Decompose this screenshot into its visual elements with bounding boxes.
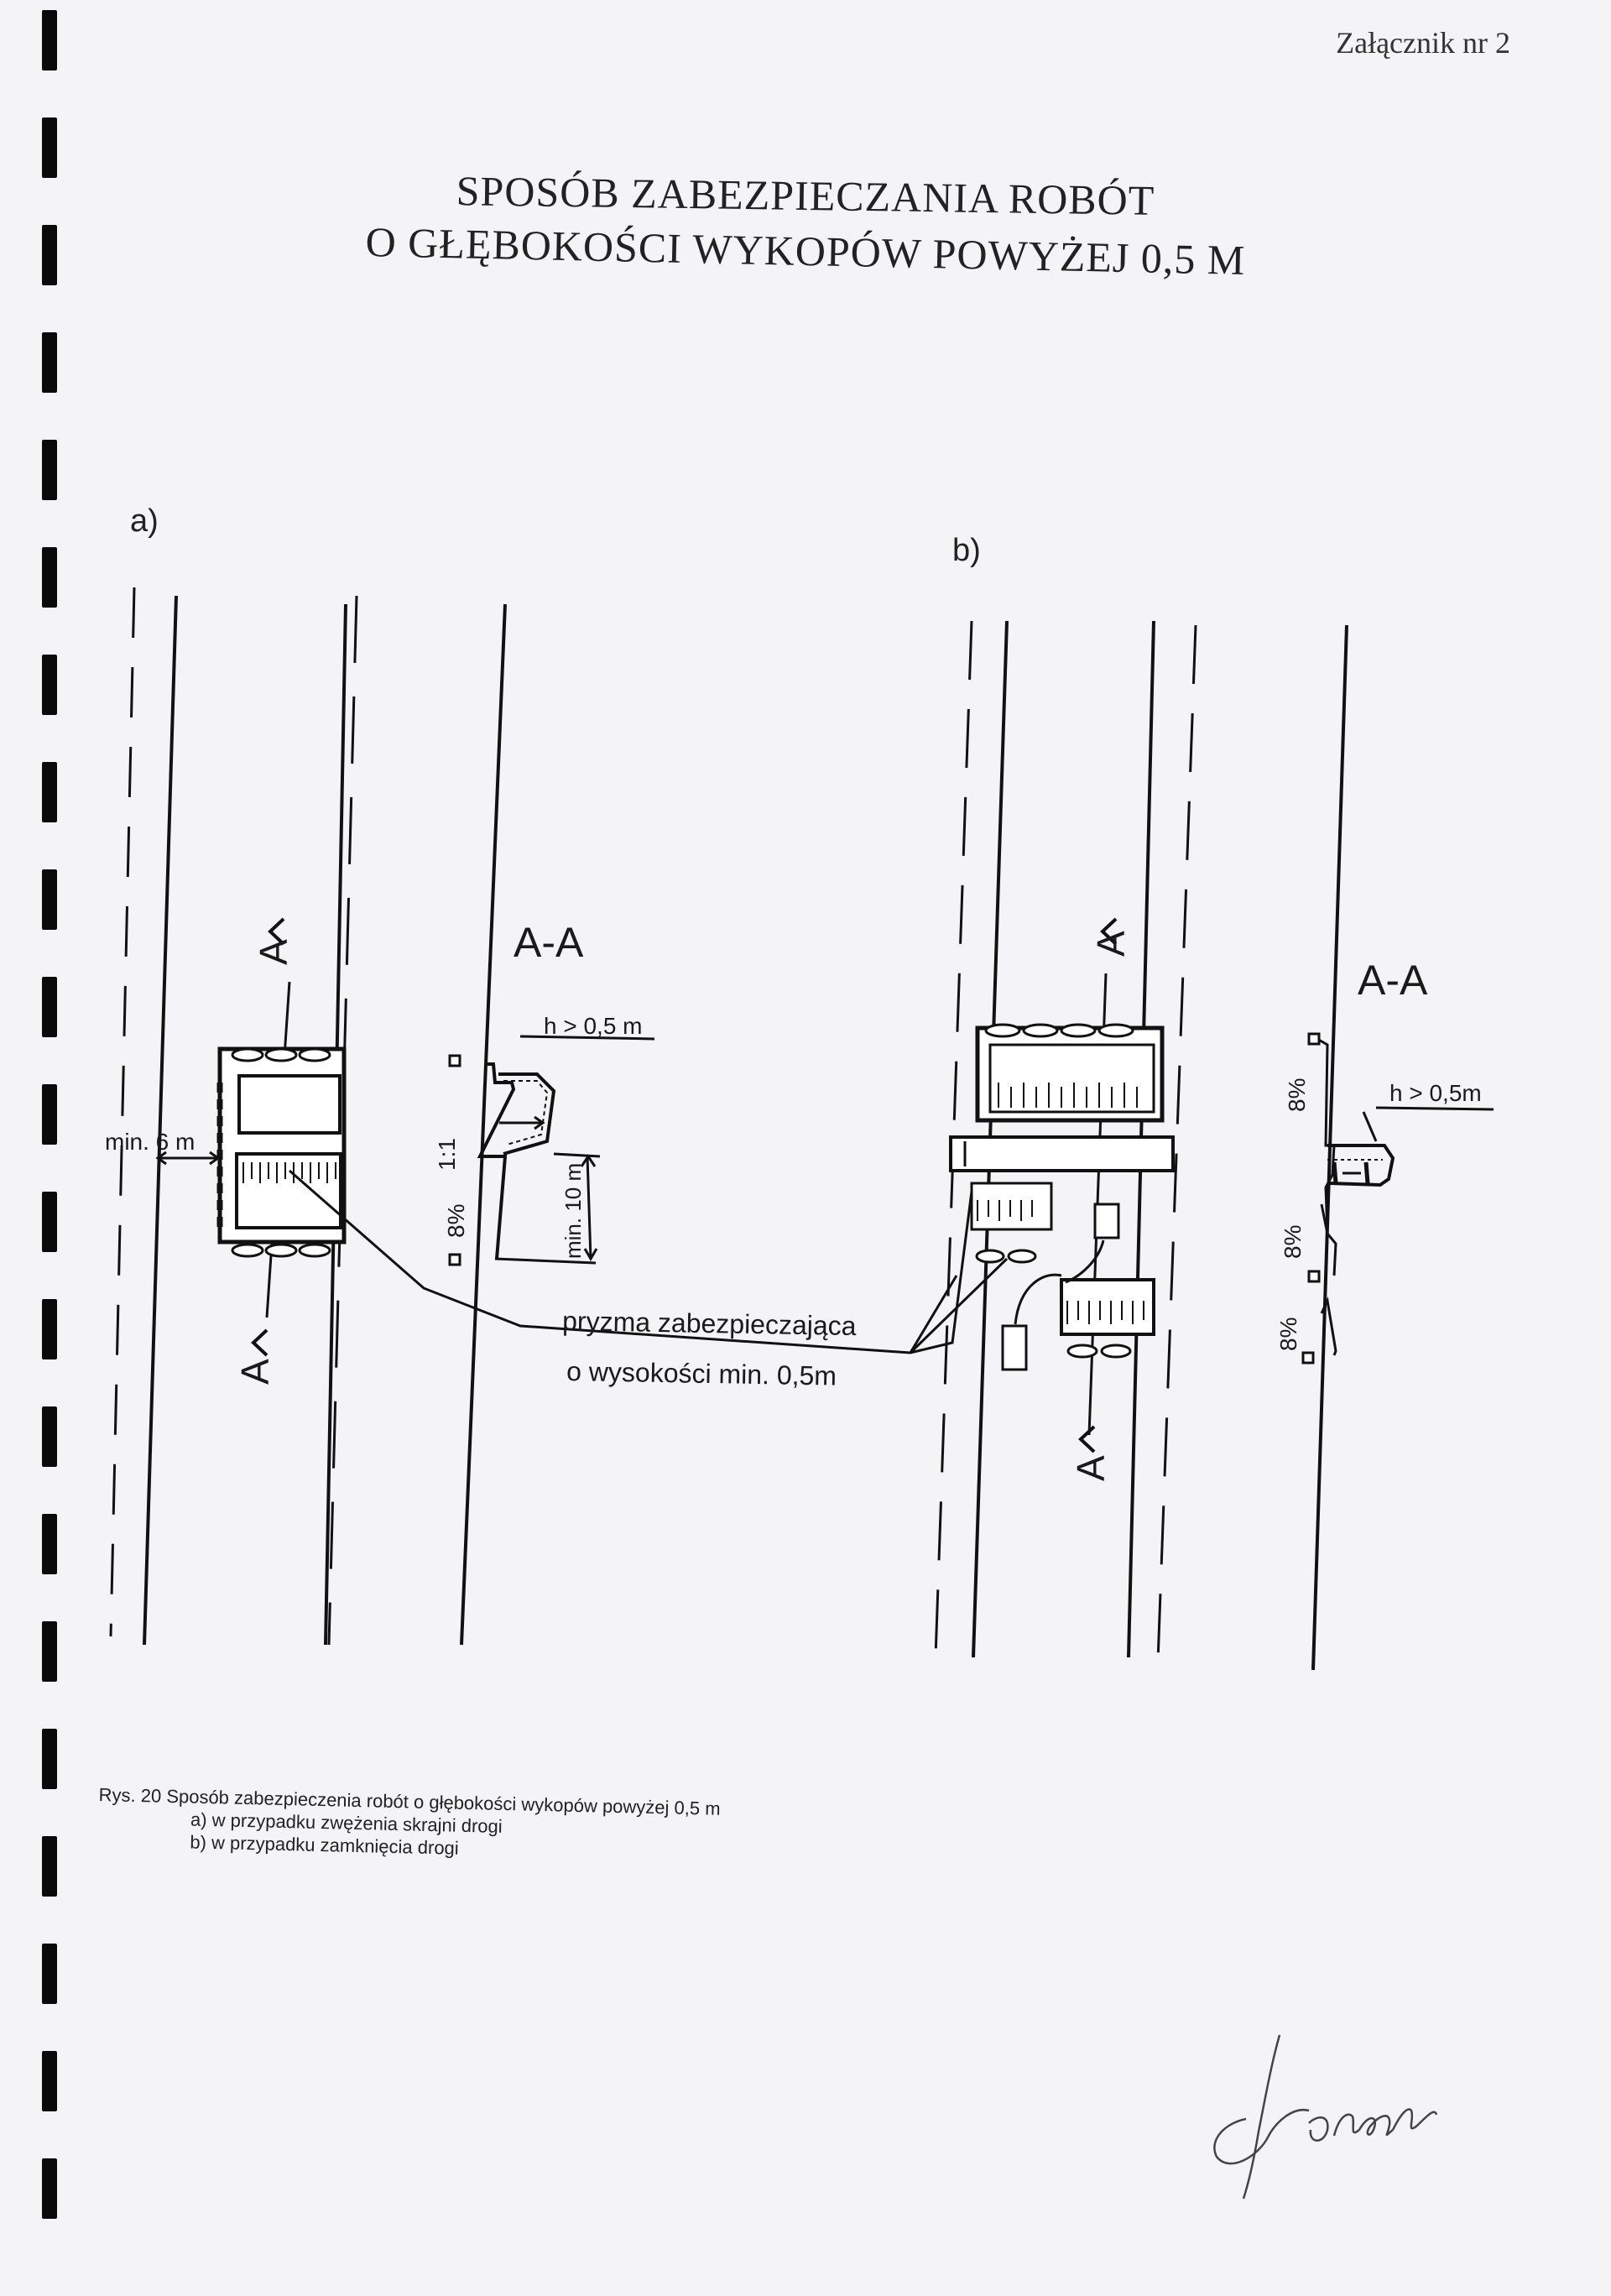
callout-text: pryzma zabezpieczająca o wysokości min. …	[562, 1306, 857, 1391]
cross-section-baseline-b	[1311, 624, 1348, 1671]
road-edge-dashed-left	[109, 587, 136, 1637]
slope-label-a: 1:1	[434, 1138, 460, 1171]
section-arrow-top-b	[1100, 917, 1118, 946]
grade-label-b-2: 8%	[1280, 1225, 1306, 1259]
binding-hole	[42, 1621, 57, 1682]
grade-label-b-3: 8%	[1275, 1318, 1301, 1351]
work-zone-b	[949, 1023, 1175, 1371]
figure-a-cross-section	[448, 603, 655, 1646]
binding-hole	[42, 10, 57, 70]
depth-label-b: h > 0,5m	[1389, 1080, 1482, 1106]
depth-dimension-leader-b	[1375, 1106, 1494, 1111]
section-arrow-bottom-b	[1078, 1425, 1096, 1453]
binding-hole	[42, 1192, 57, 1252]
binding-hole	[42, 1729, 57, 1789]
binding-hole	[42, 1299, 57, 1359]
binding-hole	[42, 225, 57, 285]
binding-hole	[42, 117, 57, 178]
handwritten-signature	[1213, 2034, 1438, 2199]
width-label: min. 6 m	[105, 1129, 195, 1155]
grade-label-a: 8%	[443, 1204, 469, 1238]
depth-dimension-leader	[519, 1035, 655, 1041]
section-arrow-top	[268, 917, 285, 946]
binding-hole	[42, 655, 57, 715]
section-arrow-bottom	[251, 1328, 268, 1357]
distance-dimension	[586, 1156, 592, 1260]
depth-label-a: h > 0,5 m	[544, 1013, 643, 1039]
figure-a-section-labels: A-A h > 0,5 m 1:1 8% min. 10 m	[434, 919, 643, 1259]
section-title-a: A-A	[514, 919, 584, 966]
binding-hole	[42, 2158, 57, 2219]
figure-a-road-plan	[109, 587, 358, 1646]
grade-label-b-1: 8%	[1284, 1078, 1310, 1112]
binding-hole	[42, 1514, 57, 1574]
binding-hole	[42, 869, 57, 930]
binding-hole	[42, 762, 57, 822]
binding-holes	[42, 0, 59, 2296]
figure-a-label: a)	[130, 504, 159, 539]
binding-hole	[42, 332, 57, 393]
binding-hole	[42, 547, 57, 608]
callout-leaders	[289, 1169, 1009, 1354]
figure-b-section-labels: A-A h > 0,5m 8% 8% 8%	[1275, 957, 1482, 1351]
road-edge-left	[143, 595, 178, 1646]
section-marker-bottom-b: A	[1069, 1455, 1113, 1481]
binding-hole	[42, 1084, 57, 1145]
section-marker-bottom-a: A	[233, 1359, 277, 1385]
binding-hole	[42, 1406, 57, 1467]
cross-section-baseline-a	[460, 603, 507, 1646]
binding-hole	[42, 1944, 57, 2004]
section-marker-top-a: A	[252, 939, 295, 965]
figure-b-markers: A A	[1069, 931, 1133, 1481]
binding-hole	[42, 1836, 57, 1897]
binding-hole	[42, 2051, 57, 2111]
figure-b-road-plan	[934, 620, 1197, 1662]
attachment-label: Załącznik nr 2	[1336, 26, 1510, 60]
figure-a-markers: A A min. 6 m	[105, 939, 295, 1385]
work-zone-a	[216, 1046, 347, 1258]
section-title-b: A-A	[1358, 957, 1428, 1004]
callout-line-2: o wysokości min. 0,5m	[566, 1356, 837, 1391]
figure-b-cross-section	[1301, 624, 1494, 1671]
figure-caption: Rys. 20 Sposób zabezpieczenia robót o gł…	[97, 1783, 721, 1866]
binding-hole	[42, 440, 57, 500]
section-marker-top-b: A	[1089, 931, 1133, 957]
distance-label-a: min. 10 m	[560, 1163, 586, 1259]
callout-line-1: pryzma zabezpieczająca	[562, 1306, 857, 1341]
binding-hole	[42, 977, 57, 1037]
excavation-profile-a	[477, 1062, 516, 1260]
figure-b-label: b)	[952, 533, 981, 568]
